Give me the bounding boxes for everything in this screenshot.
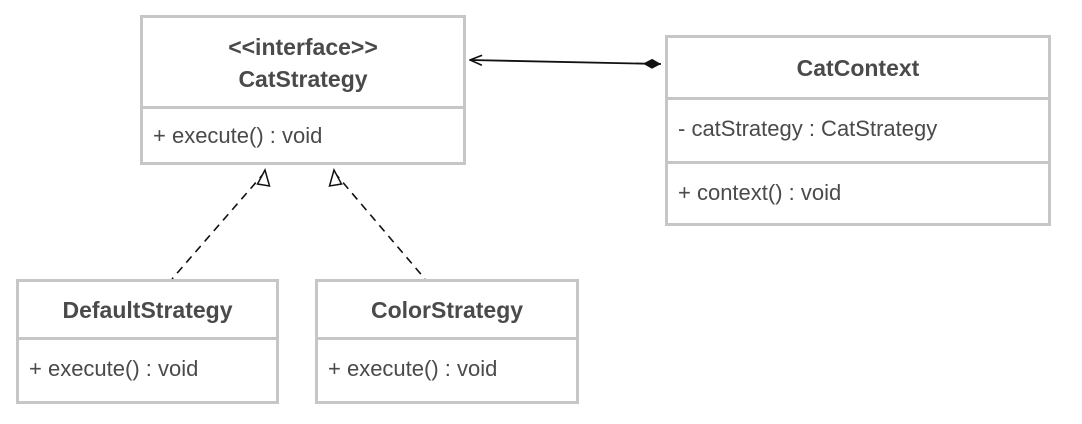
attributes-section: - catStrategy : CatStrategy <box>668 97 1048 161</box>
class-name: DefaultStrategy <box>62 296 233 323</box>
realization-connector-color <box>333 171 426 280</box>
method-execute: + execute() : void <box>29 356 199 381</box>
realization-arrowhead-color <box>328 168 343 187</box>
realization-connector-default <box>171 171 266 280</box>
attribute-cat-strategy: - catStrategy : CatStrategy <box>678 116 938 141</box>
class-header: DefaultStrategy <box>19 282 276 337</box>
methods-section: + execute() : void <box>318 337 576 401</box>
method-execute: + execute() : void <box>328 356 498 381</box>
class-cat-context[interactable]: CatContext - catStrategy : CatStrategy +… <box>665 35 1051 226</box>
realization-arrowhead-default <box>256 168 271 187</box>
method-execute: + execute() : void <box>153 123 323 148</box>
class-header: <<interface>> CatStrategy <box>143 18 463 106</box>
class-name: CatStrategy <box>238 66 368 92</box>
methods-section: + context() : void <box>668 161 1048 223</box>
class-name: ColorStrategy <box>370 296 524 323</box>
class-header: CatContext <box>668 38 1048 97</box>
class-header: ColorStrategy <box>318 282 576 337</box>
class-color-strategy[interactable]: ColorStrategy + execute() : void <box>315 279 579 404</box>
class-cat-strategy[interactable]: <<interface>> CatStrategy + execute() : … <box>140 15 466 165</box>
methods-section: + execute() : void <box>19 337 276 401</box>
composition-connector <box>470 60 662 64</box>
class-name: CatContext <box>796 54 920 81</box>
method-context: + context() : void <box>678 180 842 205</box>
methods-section: + execute() : void <box>143 106 463 162</box>
class-default-strategy[interactable]: DefaultStrategy + execute() : void <box>16 279 279 404</box>
stereotype-label: <<interface>> <box>228 34 378 60</box>
